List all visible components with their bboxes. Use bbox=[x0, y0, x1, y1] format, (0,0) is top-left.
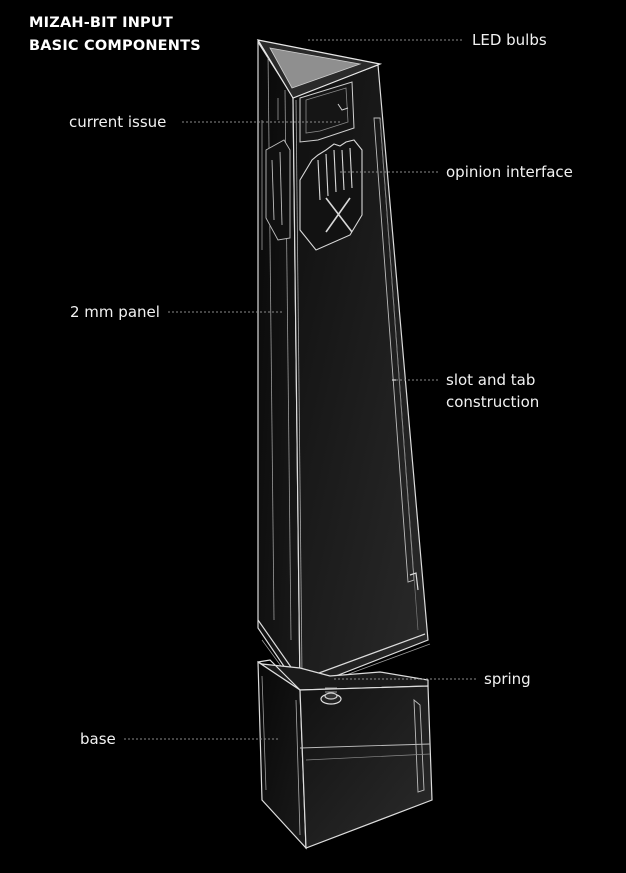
led-cap bbox=[256, 39, 383, 99]
label-slot-tab-line-2: construction bbox=[446, 393, 540, 411]
label-spring: spring bbox=[484, 670, 531, 688]
label-led-bulbs: LED bulbs bbox=[472, 31, 547, 49]
opinion-interface bbox=[299, 139, 363, 251]
led-bulb-surface bbox=[269, 47, 362, 89]
base bbox=[257, 659, 433, 850]
label-panel: 2 mm panel bbox=[70, 303, 160, 321]
base-right-face bbox=[299, 685, 433, 849]
spring-element bbox=[320, 687, 342, 705]
leader-lines bbox=[124, 39, 478, 740]
label-slot-tab-line-1: slot and tab bbox=[446, 371, 536, 389]
base-left-face bbox=[257, 660, 307, 850]
title-line-2: BASIC COMPONENTS bbox=[29, 38, 201, 54]
label-base: base bbox=[80, 730, 116, 748]
current-issue-panel bbox=[299, 81, 355, 143]
title-line-1: MIZAH-BIT INPUT bbox=[29, 15, 173, 31]
label-current-issue: current issue bbox=[69, 113, 167, 131]
label-opinion-interface: opinion interface bbox=[446, 163, 573, 181]
tower bbox=[257, 39, 431, 693]
diagram-title: MIZAH-BIT INPUT BASIC COMPONENTS bbox=[29, 12, 201, 58]
side-panel-inset bbox=[265, 139, 291, 241]
